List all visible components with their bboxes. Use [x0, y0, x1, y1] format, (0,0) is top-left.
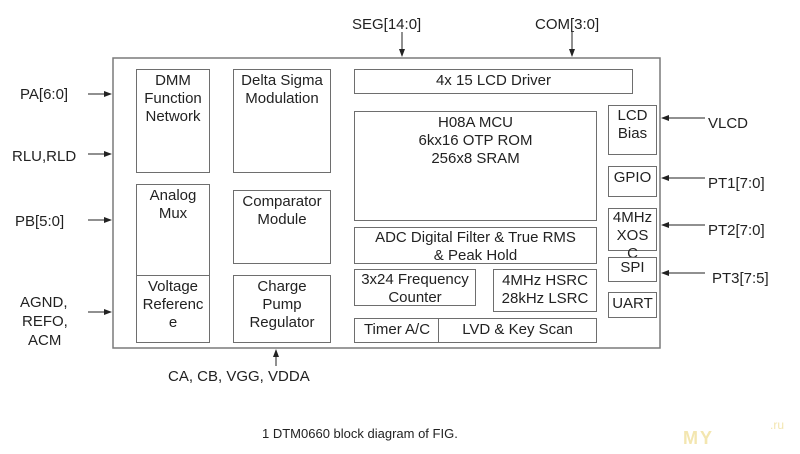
frequency-counter-block: 3x24 Frequency Counter — [354, 269, 476, 306]
block-text: & Peak Hold — [433, 247, 518, 264]
xosc-block: 4MHz XOS C — [608, 208, 657, 262]
block-text: Regulator — [249, 314, 315, 331]
block-text: Modulation — [245, 90, 319, 107]
uart-block: UART — [608, 292, 657, 318]
pb-label: PB[5:0] — [15, 213, 65, 230]
supply-label: CA, CB, VGG, VDDA — [168, 368, 310, 385]
timer-block: Timer A/C — [354, 318, 440, 343]
lcd-bias-block: LCD Bias — [608, 105, 657, 155]
block-text: Counter — [388, 289, 442, 306]
dmm-function-network-block: DMM Function Network — [136, 69, 210, 173]
block-text: C — [627, 245, 638, 262]
block-text: 4MHz — [612, 209, 653, 226]
block-text: XOS — [616, 227, 649, 244]
block-text: Network — [145, 108, 201, 125]
adc-filter-block: ADC Digital Filter & True RMS & Peak Hol… — [354, 227, 597, 264]
block-text: Referenc — [142, 296, 204, 313]
mcu-block: H08A MCU 6kx16 OTP ROM 256x8 SRAM — [354, 111, 597, 221]
seg-label: SEG[14:0] — [352, 16, 422, 33]
block-text: Pump — [262, 296, 302, 313]
block-text: 4MHz HSRC — [502, 272, 588, 289]
watermark-suffix: .ru — [770, 418, 785, 432]
block-text: Comparator — [242, 193, 322, 210]
pt3-label: PT3[7:5] — [712, 270, 769, 287]
block-text: UART — [612, 295, 653, 312]
vlcd-label: VLCD — [708, 115, 749, 132]
comparator-module-block: Comparator Module — [233, 190, 331, 264]
block-text: Mux — [158, 205, 188, 222]
pt1-label: PT1[7:0] — [708, 175, 765, 192]
rlu-rld-label: RLU,RLD — [12, 148, 77, 165]
block-text: 256x8 SRAM — [431, 150, 520, 167]
block-text: Module — [257, 211, 307, 228]
spi-block: SPI — [608, 257, 657, 282]
block-text: SPI — [620, 259, 645, 276]
block-text: LCD — [617, 107, 648, 124]
delta-sigma-modulation-block: Delta Sigma Modulation — [233, 69, 331, 173]
block-text: Voltage — [147, 278, 199, 295]
lvd-key-scan-block: LVD & Key Scan — [438, 318, 597, 343]
block-text: 6kx16 OTP ROM — [418, 132, 533, 149]
block-text: 3x24 Frequency — [361, 271, 469, 288]
gpio-block: GPIO — [608, 166, 657, 197]
block-text: Charge — [257, 278, 307, 295]
block-text: 4x 15 LCD Driver — [435, 72, 552, 89]
block-text: Bias — [617, 125, 648, 142]
agnd-label: AGND, — [20, 294, 68, 311]
block-text: Timer A/C — [363, 321, 431, 338]
oscillator-hsrc-lsrc-block: 4MHz HSRC 28kHz LSRC — [493, 269, 597, 312]
block-text: Delta Sigma — [241, 72, 323, 89]
block-text: ADC Digital Filter & True RMS — [375, 229, 576, 246]
acm-label: ACM — [28, 332, 62, 349]
block-text: 28kHz LSRC — [501, 290, 589, 307]
chip-border — [112, 57, 661, 349]
lcd-driver-block: 4x 15 LCD Driver — [354, 69, 633, 94]
com-label: COM[3:0] — [535, 16, 600, 33]
figure-caption: 1 DTM0660 block diagram of FIG. — [262, 426, 458, 441]
refo-label: REFO, — [22, 313, 68, 330]
voltage-reference-block: Voltage Referenc e — [136, 275, 210, 343]
block-text: Function — [144, 90, 202, 107]
block-text: GPIO — [613, 169, 652, 186]
block-text: Analog — [149, 187, 197, 204]
charge-pump-regulator-block: Charge Pump Regulator — [233, 275, 331, 343]
block-text: e — [168, 314, 178, 331]
block-text: LVD & Key Scan — [462, 321, 573, 338]
block-text: DMM — [155, 72, 191, 89]
pt2-label: PT2[7:0] — [708, 222, 765, 239]
block-text: H08A MCU — [437, 114, 514, 131]
watermark-logo: MY — [683, 428, 714, 448]
pa-label: PA[6:0] — [20, 86, 69, 103]
